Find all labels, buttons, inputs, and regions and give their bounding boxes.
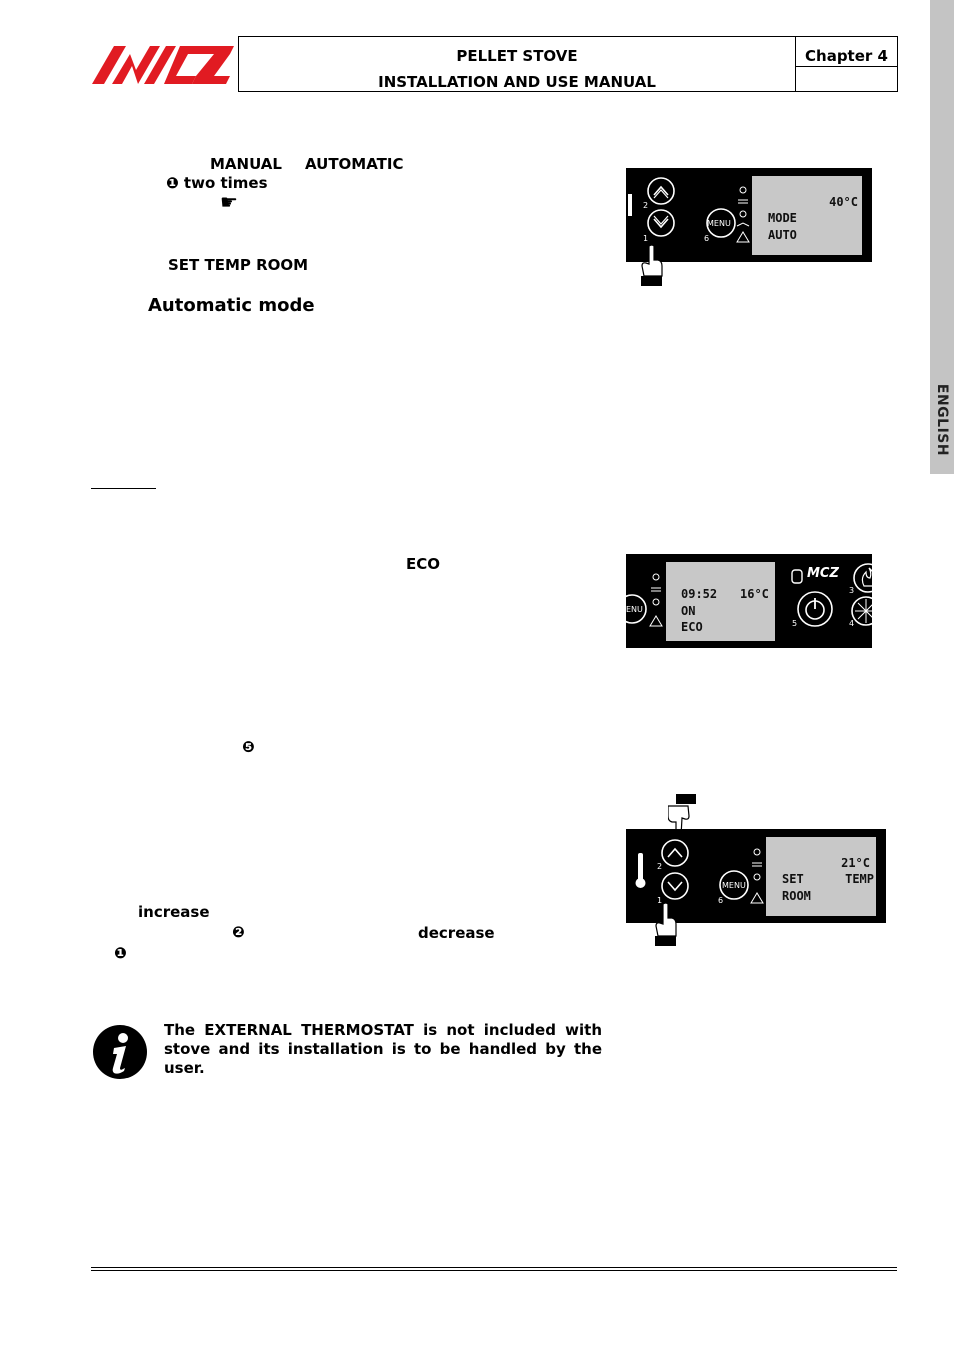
lcd-2-time: 09:52: [681, 587, 718, 601]
header-title-line2: INSTALLATION AND USE MANUAL: [378, 73, 656, 91]
eco-label: ECO: [406, 555, 441, 573]
panel-2-brand-logo: MCZ: [807, 566, 839, 581]
panel-2-buttons: [626, 563, 872, 627]
panel-2-lcd: 09:52 16°C ON ECO: [666, 562, 775, 641]
lcd-2-temp: 16°C: [740, 587, 769, 601]
panel-2-menu-button[interactable]: ENU: [626, 605, 643, 614]
panel-2-key-3: 3: [849, 586, 855, 595]
bullet-1: ❶: [114, 944, 127, 962]
manual-label: MANUAL: [210, 155, 282, 173]
automatic-label: AUTOMATIC: [305, 155, 404, 173]
control-panel-display-3: 2 1 6 MENU 21°C SET TEMP ROOM: [626, 829, 886, 923]
panel-3-key-down: 1: [657, 896, 663, 905]
panel-3-buttons: [635, 839, 764, 904]
panel-1-key-down: 1: [643, 234, 649, 243]
decrease-label: decrease: [418, 924, 495, 942]
two-times-label: ❶ two times: [166, 174, 268, 192]
panel-3-key-menu: 6: [718, 896, 724, 905]
panel-2-key-power: 5: [792, 619, 798, 628]
lcd-2-mode: ECO: [681, 620, 703, 634]
automatic-mode-heading: Automatic mode: [148, 295, 315, 316]
lcd-3-temp-label: TEMP: [845, 872, 874, 886]
panel-2-key-4: 4: [849, 619, 855, 628]
increase-label: increase: [138, 903, 210, 921]
set-temp-room-label: SET TEMP ROOM: [168, 256, 309, 274]
bullet-2: ❷: [232, 923, 245, 941]
chapter-label: Chapter 4: [805, 47, 888, 65]
panel-1-key-menu: 6: [704, 234, 710, 243]
panel-3-menu-button[interactable]: MENU: [722, 881, 746, 890]
footer-rule-1: [91, 1267, 897, 1268]
control-panel-display-1: 2 1 6 MENU 40°C MODE AUTO: [626, 168, 872, 262]
lcd-1-line2: MODE: [768, 211, 797, 225]
bullet-5: ❺: [242, 738, 255, 756]
panel-1-buttons: [628, 177, 750, 243]
language-label: ENGLISH: [934, 383, 950, 457]
language-side-tab: [930, 0, 954, 474]
panel-3-key-up: 2: [657, 862, 663, 871]
pointer-icon: ☛: [220, 190, 238, 214]
thermostat-note: The EXTERNAL THERMOSTAT is not included …: [164, 1021, 602, 1077]
footer-rule-2: [91, 1270, 897, 1271]
panel-1-key-up: 2: [643, 201, 649, 210]
lcd-3-set: SET: [782, 872, 804, 886]
chapter-divider: [795, 66, 898, 67]
lcd-3-room: ROOM: [782, 889, 811, 903]
language-label-wrap: ENGLISH: [930, 0, 954, 474]
pressing-hand-icon-1: [641, 244, 663, 286]
chapter-box: [795, 36, 898, 92]
lcd-2-status: ON: [681, 604, 696, 618]
lcd-1-line3: AUTO: [768, 228, 797, 242]
underline-rule: [91, 488, 156, 489]
header-title-line1: PELLET STOVE: [456, 47, 578, 65]
pressing-hand-icon-down: [655, 902, 677, 946]
panel-1-lcd: 40°C MODE AUTO: [752, 176, 862, 255]
panel-1-menu-button[interactable]: MENU: [707, 219, 731, 228]
lcd-3-temp: 21°C: [841, 856, 870, 870]
lcd-1-temp: 40°C: [829, 195, 858, 209]
panel-3-lcd: 21°C SET TEMP ROOM: [766, 837, 876, 916]
info-icon: [93, 1025, 147, 1079]
control-panel-display-2: ENU MCZ 5 3 4 09:52 16°C ON ECO: [626, 554, 872, 648]
mcz-logo: [92, 46, 234, 84]
